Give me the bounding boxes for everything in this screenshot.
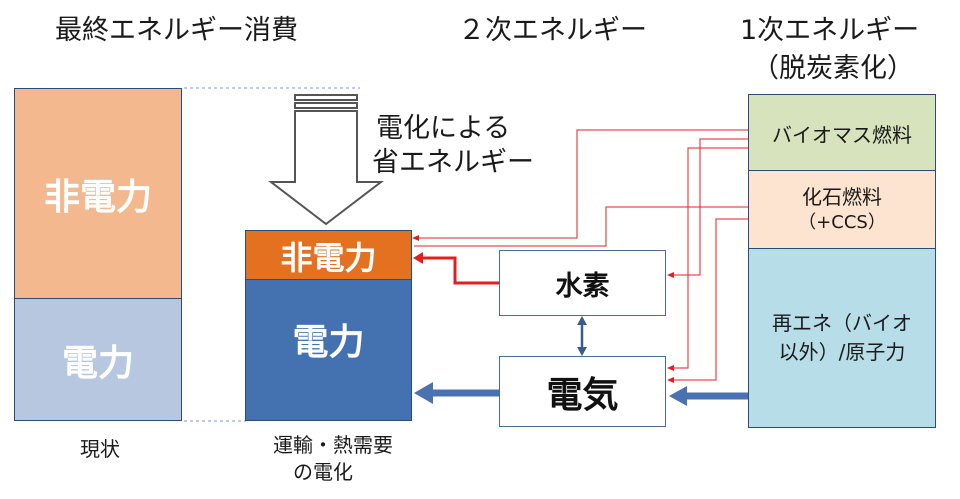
renewable-label-line1: 再エネ（バイオ [772,311,912,335]
header-primary-decarbonized: （脱炭素化） [752,53,914,84]
fossil-label-line1: 化石燃料 [802,185,882,210]
renewable-to-electricity-arrowhead [669,386,687,406]
electricity-to-electric-arrowhead [414,382,433,404]
current-electric-label: 電力 [61,342,134,384]
future-electric-block: 電力 [245,279,412,421]
biomass-to-electricity-arrowhead [667,365,674,371]
header-secondary-energy: ２次エネルギー [458,15,647,46]
current-non-electric-label: 非電力 [43,177,152,218]
savings-label-line1: 電化による [376,113,511,144]
biomass-to-nonelectric-line [414,129,748,239]
hydrogen-to-nonelectric-arrowhead [413,252,423,264]
biomass-source: バイオマス燃料 [748,94,936,171]
future-caption-line2: の電化 [293,460,353,484]
savings-down-arrow [268,94,384,226]
fossil-to-electricity-line [670,218,748,381]
hydrogen-electricity-arrow-up [577,316,587,325]
savings-label: 電化による 省エネルギー [372,112,534,180]
current-non-electric-block: 非電力 [14,88,182,299]
fossil-source: 化石燃料 （+CCS） [748,170,936,249]
biomass-to-hydrogen-line [670,138,748,276]
future-caption-line1: 運輸・熱需要 [273,433,393,457]
hydrogen-label: 水素 [555,270,610,302]
renewable-label-line2: 以外）/原子力 [778,340,906,364]
hydrogen-node: 水素 [499,250,666,316]
future-caption: 運輸・熱需要 の電化 [238,432,428,486]
future-non-electric-label: 非電力 [280,238,377,277]
electricity-node: 電気 [499,356,666,427]
electricity-label: 電気 [546,374,619,416]
future-non-electric-block: 非電力 [245,230,412,280]
header-final-consumption: 最終エネルギー消費 [55,15,298,46]
future-electric-label: 電力 [292,322,365,363]
fossil-to-electricity-arrowhead [667,377,674,383]
biomass-to-hydrogen-arrowhead [667,272,674,278]
savings-label-line2: 省エネルギー [372,146,534,178]
hydrogen-to-nonelectric-line [420,256,499,285]
biomass-to-electricity-line [670,147,748,369]
fossil-label-line2: （+CCS） [798,212,886,234]
header-primary-energy: 1次エネルギー [740,15,920,46]
biomass-label: バイオマス燃料 [772,122,912,147]
hydrogen-electricity-arrow-down [577,347,587,356]
biomass-to-nonelectric-arrowhead [412,235,419,241]
current-caption: 現状 [80,437,120,461]
renewable-nuclear-source: 再エネ（バイオ 以外）/原子力 [748,248,936,428]
current-electric-block: 電力 [14,298,182,421]
fossil-to-nonelectric-line [414,206,748,247]
